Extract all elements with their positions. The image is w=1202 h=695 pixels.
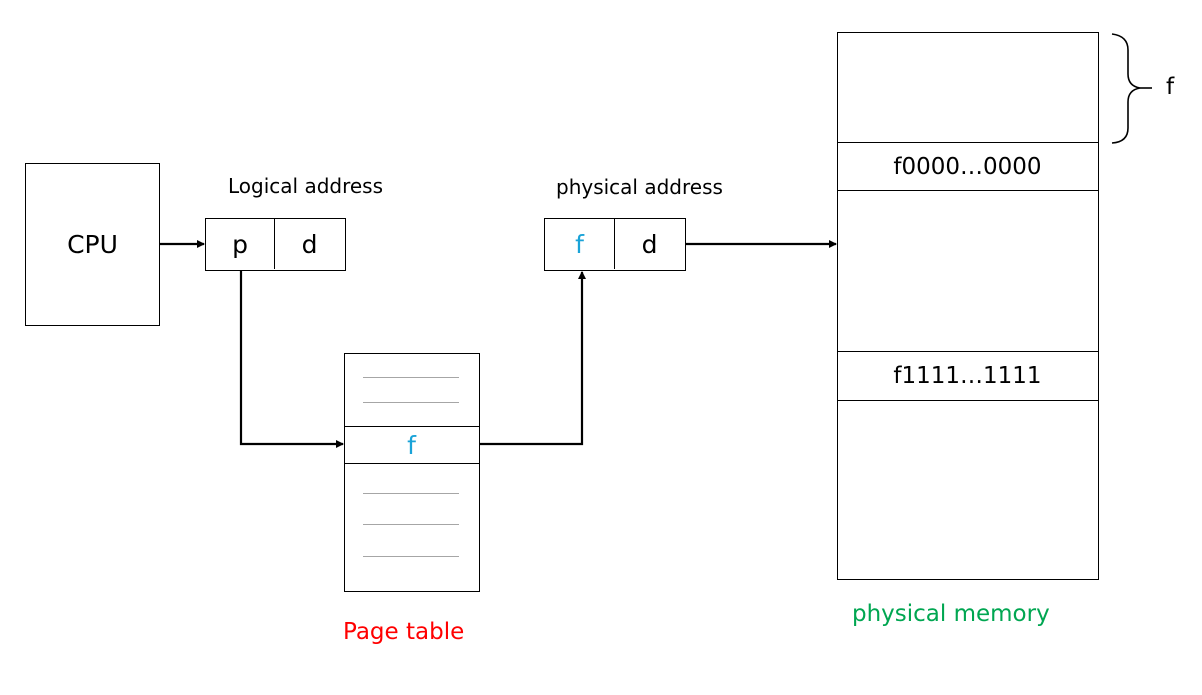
cpu-label: CPU	[67, 230, 118, 259]
page-table-row-line	[363, 556, 459, 557]
page-table: f	[343, 353, 480, 592]
logical-offset-label: d	[301, 229, 318, 259]
physical-address-title: physical address	[556, 175, 723, 199]
page-table-entry-label: f	[407, 430, 416, 460]
physical-address-register: f d	[544, 218, 686, 271]
physical-memory-title: physical memory	[852, 601, 1050, 627]
logical-address-register: p d	[205, 218, 346, 271]
logical-page-label: p	[232, 229, 248, 259]
logical-offset-field: d	[275, 219, 344, 269]
page-table-title: Page table	[343, 619, 465, 645]
physical-memory: f0000…0000 f1111…1111	[836, 32, 1099, 580]
page-number-to-table-arrow	[239, 271, 344, 448]
page-table-row-line	[363, 377, 459, 378]
physical-frame-label: f	[575, 229, 584, 259]
frame-brace-icon	[1111, 33, 1141, 144]
physical-offset-label: d	[641, 229, 658, 259]
memory-frame-end-label: f1111…1111	[893, 363, 1042, 389]
physical-offset-field: d	[615, 219, 684, 269]
page-table-row-line	[363, 402, 459, 403]
page-table-row-line	[363, 524, 459, 525]
cpu-box: CPU	[25, 163, 160, 326]
logical-page-field: p	[206, 219, 275, 269]
memory-frame-start: f0000…0000	[836, 142, 1099, 191]
memory-frame-end: f1111…1111	[836, 351, 1099, 401]
memory-frame-start-label: f0000…0000	[893, 153, 1042, 180]
page-table-row-line	[363, 493, 459, 494]
table-to-frame-arrow	[480, 271, 586, 446]
physical-frame-field: f	[545, 219, 615, 269]
logical-address-title: Logical address	[228, 174, 384, 198]
frame-brace-label: f	[1166, 74, 1175, 100]
page-table-entry: f	[343, 426, 480, 464]
